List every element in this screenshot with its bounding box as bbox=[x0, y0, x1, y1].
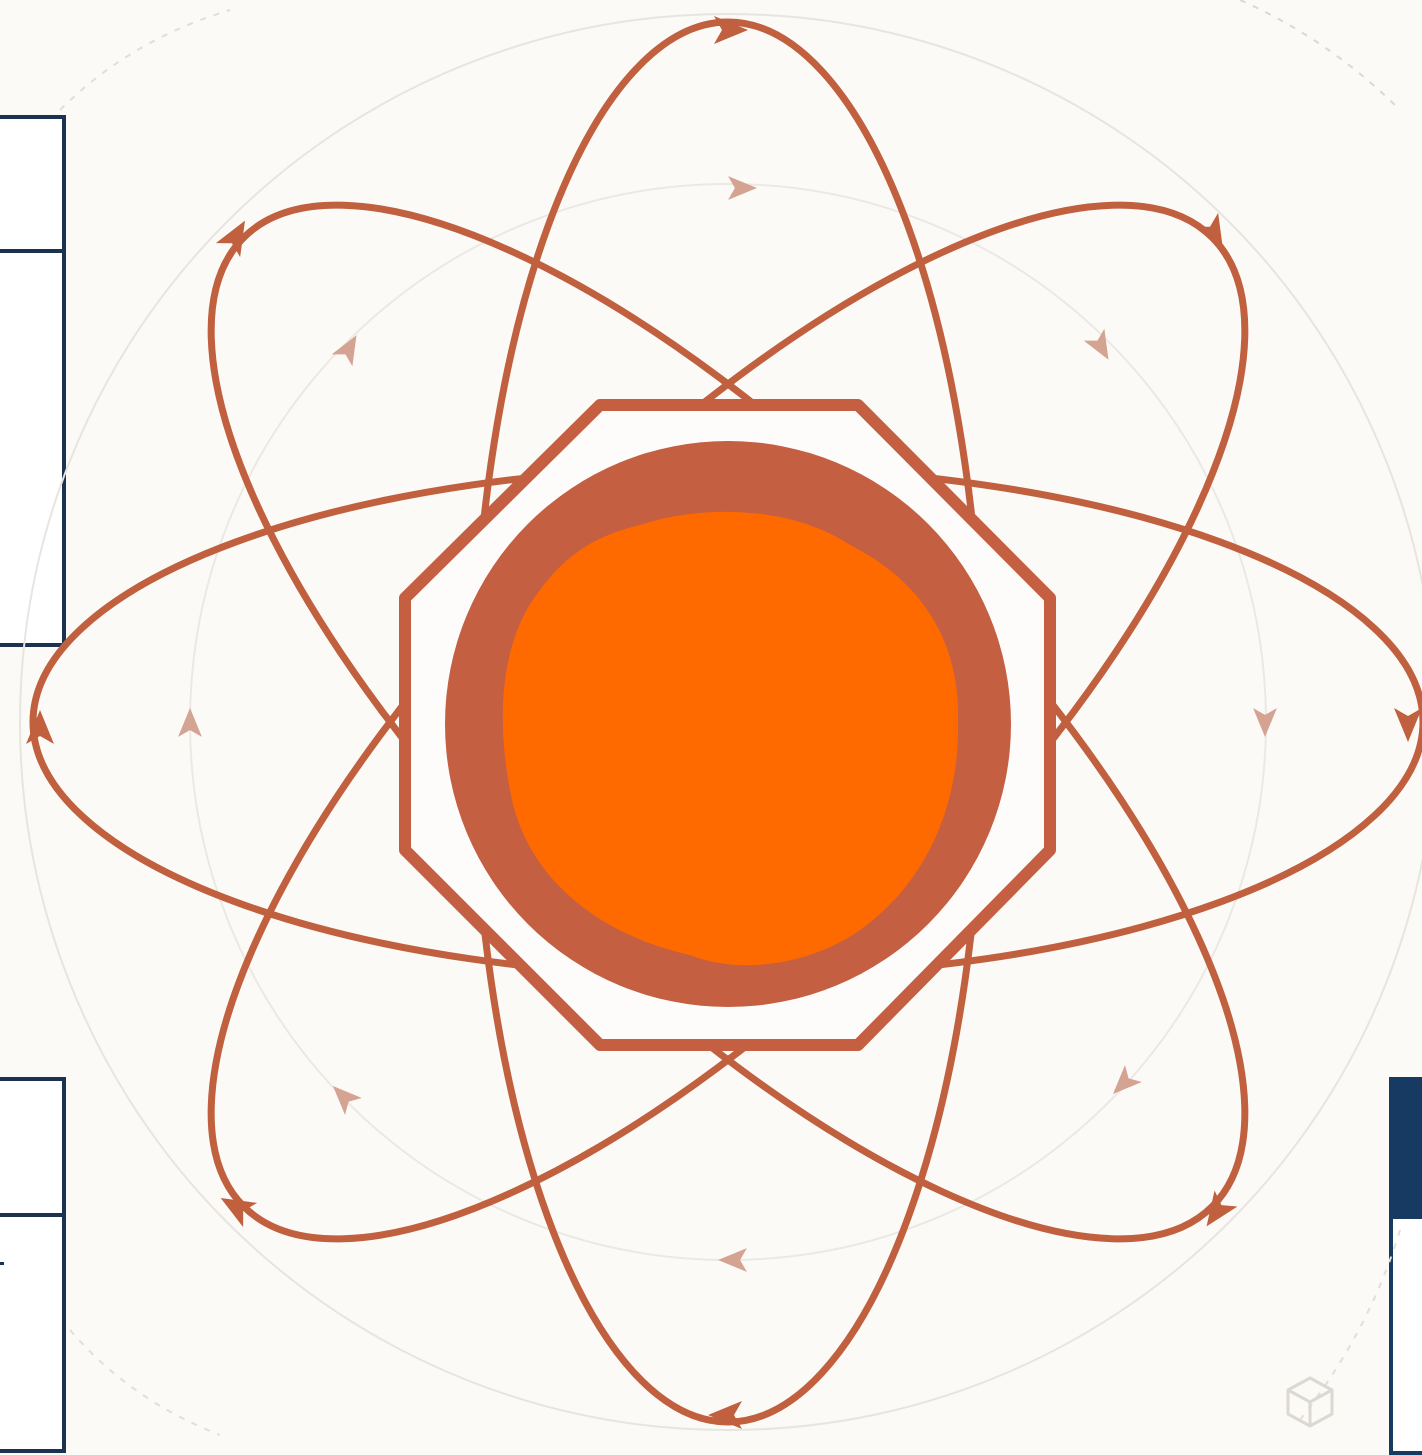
dashed-corner-arc-top-right bbox=[1240, 0, 1400, 110]
guide-arrow-icon bbox=[332, 329, 367, 366]
core-fill-scribble bbox=[503, 512, 958, 965]
dashed-corner-arc-bottom-left bbox=[70, 1330, 220, 1435]
guide-arrow-icon bbox=[1105, 1065, 1142, 1102]
dashed-corner-arc-top-left bbox=[60, 10, 230, 110]
orbit-arrow-icon bbox=[1194, 213, 1235, 256]
cube-icon bbox=[1280, 1370, 1340, 1430]
guide-arrow-icon bbox=[728, 176, 757, 200]
atom-core bbox=[405, 405, 1050, 1045]
orbit-arrow-icon bbox=[1394, 708, 1422, 742]
